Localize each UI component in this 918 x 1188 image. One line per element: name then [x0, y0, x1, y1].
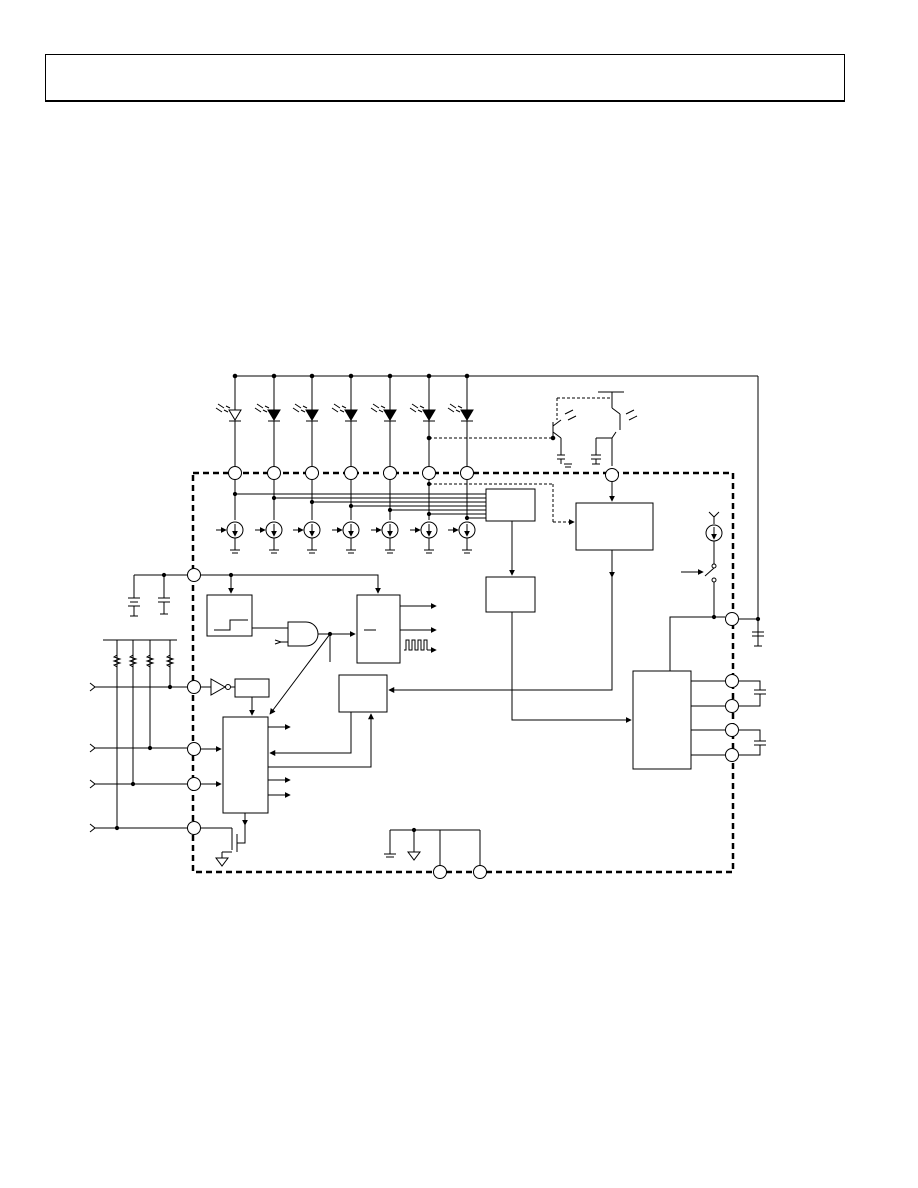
pwm-block: [356, 594, 401, 664]
pin-sensor: [605, 468, 619, 482]
led-sense-bus: [232, 480, 575, 525]
sensor-node: [550, 435, 556, 441]
inverter: [210, 678, 227, 696]
pin-led4: [344, 466, 358, 480]
reset-block: [206, 594, 253, 637]
bypass-switch: [681, 511, 723, 617]
light-block-to-small: [388, 550, 613, 693]
light-sensor-block: [575, 502, 654, 551]
page-header-box: [45, 54, 845, 102]
left-pins: [89, 680, 201, 835]
pin-led2: [267, 466, 281, 480]
right-pins: [669, 612, 766, 762]
led-channel-7: [447, 373, 474, 466]
and-gate: [287, 621, 319, 647]
pin-led5: [383, 466, 397, 480]
pullup-resistors: [103, 639, 177, 831]
input-capacitors: [128, 575, 170, 617]
pin-vin: [187, 568, 201, 582]
pin-led6: [422, 466, 436, 480]
light-sensor-2: [591, 391, 638, 466]
small-block: [338, 674, 388, 713]
led-channel-4: [331, 373, 358, 466]
sensor-node-2: [426, 435, 432, 441]
led-channel-3: [292, 373, 319, 466]
led-channel-2: [254, 373, 281, 466]
ground-pins: [384, 827, 487, 879]
buffer-block: [234, 678, 270, 698]
led-channel-5: [370, 373, 397, 466]
pwm-waveform: [404, 639, 428, 651]
led-channel-6: [409, 373, 436, 466]
power-control-block: [632, 670, 692, 770]
top-pins: [228, 466, 619, 482]
mid-to-power: [511, 612, 632, 723]
pin-led3: [305, 466, 319, 480]
led-channel-1: [215, 373, 242, 466]
led-sense-block: [485, 488, 536, 522]
pin-led1: [228, 466, 242, 480]
current-sinks: [216, 521, 476, 554]
step-waveform: [214, 619, 248, 631]
light-sensor-1: [552, 397, 610, 468]
pin-led7: [460, 466, 474, 480]
output-transistor: [201, 813, 248, 867]
interface-block: [222, 716, 269, 814]
control-block-mid: [485, 576, 536, 613]
